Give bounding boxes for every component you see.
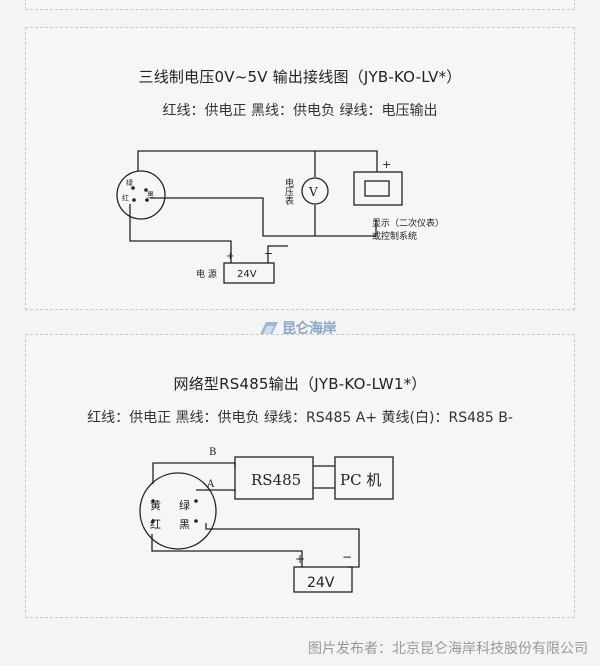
voltage-wiring-diagram: 绿 黑 红 V 电压表 + 显示（二次仪表） 或控制系统 + − 电 源 24V	[116, 150, 444, 284]
previous-section-panel	[25, 0, 575, 10]
negative-wire	[267, 245, 288, 263]
image-credit: 图片发布者：北京昆仑海岸科技股份有限公司	[308, 641, 588, 657]
pc-label: PC 机	[340, 471, 381, 489]
sensor-connector	[139, 472, 217, 550]
battery-label: 24V	[307, 575, 335, 591]
wire-black	[205, 523, 360, 568]
voltmeter-symbol: V	[308, 185, 318, 199]
voltmeter-label: 电压表	[283, 177, 294, 206]
sensor-label-yellow: 黄	[150, 498, 161, 512]
display-screen	[364, 180, 390, 197]
sensor-label-red: 红	[122, 193, 129, 202]
sensor-label-black: 黑	[179, 518, 190, 531]
power-battery	[293, 566, 353, 593]
display-plus: +	[382, 158, 391, 171]
rs485-module	[234, 456, 314, 500]
logo-text: 昆仑海岸	[282, 321, 337, 337]
battery-plus: +	[295, 552, 305, 566]
wire-a	[196, 489, 236, 492]
battery-minus: −	[342, 550, 352, 564]
wire-label-a: A	[206, 479, 215, 490]
common-wire	[150, 197, 377, 237]
battery-minus: −	[264, 247, 273, 260]
wire-label-b: B	[209, 447, 216, 458]
section-title-rs485: 网络型RS485输出（JYB-KO-LW1*）	[173, 375, 427, 393]
positive-wire	[129, 204, 232, 263]
battery-plus: +	[226, 251, 234, 262]
signal-wire	[137, 150, 378, 172]
power-battery	[223, 262, 275, 284]
sensor-connector	[116, 170, 166, 220]
display-label-line1: 显示（二次仪表）	[372, 217, 444, 229]
module-to-pc-wires	[313, 465, 335, 489]
logo-mark-icon	[260, 322, 278, 334]
sensor-label-red: 红	[150, 518, 161, 531]
section-title-voltage: 三线制电压0V~5V 输出接线图（JYB-KO-LV*）	[138, 68, 462, 86]
rs485-module-label: RS485	[251, 471, 301, 489]
wiring-section-rs485: 网络型RS485输出（JYB-KO-LW1*） 红线：供电正 黑线：供电负 绿线…	[25, 334, 575, 618]
voltmeter	[301, 177, 329, 205]
display-device	[353, 171, 403, 206]
rs485-wiring-diagram: B A RS485 PC 机 黄 绿 红 黑 + − 24V	[139, 447, 394, 593]
display-label-line2: 或控制系统	[372, 230, 417, 242]
wire-legend-rs485: 红线：供电正 黑线：供电负 绿线：RS485 A+ 黄线(白)：RS485 B-	[87, 410, 513, 426]
wire-legend-voltage: 红线：供电正 黑线：供电负 绿线：电压输出	[162, 103, 438, 119]
pc-box	[334, 456, 394, 500]
sensor-label-green: 绿	[126, 178, 133, 187]
power-label: 电 源	[196, 268, 217, 280]
sensor-label-green: 绿	[179, 498, 190, 512]
company-logo: 昆仑海岸	[258, 318, 337, 338]
wire-red	[151, 534, 303, 567]
wiring-section-voltage: 三线制电压0V~5V 输出接线图（JYB-KO-LV*） 红线：供电正 黑线：供…	[25, 27, 575, 310]
sensor-label-black: 黑	[147, 191, 154, 199]
battery-label: 24V	[237, 269, 257, 280]
wire-b	[152, 462, 236, 484]
